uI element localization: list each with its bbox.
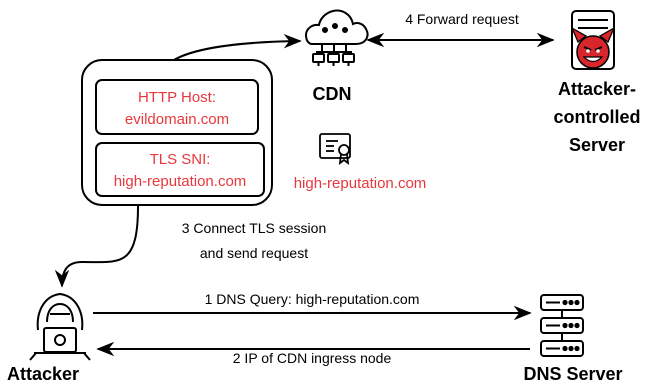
server-label-line3: Server (569, 135, 625, 155)
certificate-icon (319, 133, 351, 165)
http-host-label: HTTP Host: (138, 89, 216, 106)
attacker-label: Attacker (7, 364, 79, 384)
server-rack-icon (540, 294, 584, 357)
cloud-network-icon (304, 9, 369, 66)
server-label-line1: Attacker- (558, 79, 636, 99)
devil-server-icon (570, 10, 616, 70)
tls-sni-value: high-reputation.com (114, 173, 247, 190)
request-packet: HTTP Host: evildomain.com TLS SNI: high-… (81, 59, 273, 206)
dns-server-label: DNS Server (523, 364, 622, 384)
certificate-label: high-reputation.com (294, 175, 427, 192)
hacker-icon (29, 292, 91, 361)
cdn-label: CDN (313, 84, 352, 104)
step3-label-line2: and send request (200, 245, 308, 261)
step2-label: 2 IP of CDN ingress node (233, 350, 392, 366)
http-host-box (95, 79, 259, 135)
server-label-line2: controlled (553, 107, 640, 127)
tls-sni-box (95, 142, 265, 197)
tls-sni-label: TLS SNI: (150, 151, 211, 168)
step4-label: 4 Forward request (405, 11, 519, 27)
connect-tls-connector (54, 205, 139, 288)
http-host-value: evildomain.com (125, 111, 229, 128)
step3-label-line1: 3 Connect TLS session (182, 220, 327, 236)
step1-label: 1 DNS Query: high-reputation.com (205, 291, 420, 307)
